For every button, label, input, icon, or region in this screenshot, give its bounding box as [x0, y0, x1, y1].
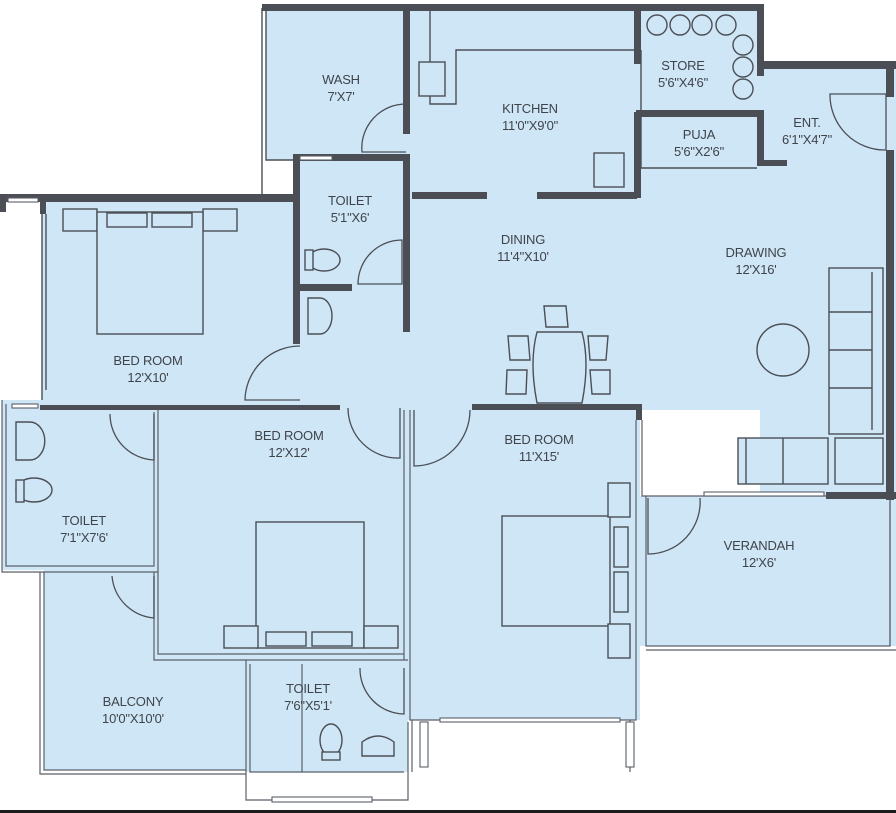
room-label-bedroom-1: BED ROOM 12'X10' — [113, 352, 182, 386]
bedroom-1-furniture — [62, 208, 238, 335]
windows — [7, 155, 825, 803]
bedroom-2-furniture — [223, 521, 399, 649]
room-label-balcony: BALCONY 10'0"X10'0' — [102, 693, 164, 727]
room-label-bedroom-2: BED ROOM 12'X12' — [254, 427, 323, 461]
room-name: KITCHEN — [502, 101, 558, 116]
room-label-toilet-1: TOILET 5'1"X6' — [328, 192, 372, 226]
room-name: TOILET — [61, 513, 107, 528]
room-size: 11'0"X9'0" — [501, 118, 559, 133]
drawing-furniture — [737, 267, 884, 485]
room-label-dining: DINING 11'4"X10' — [497, 231, 549, 265]
room-name: BED ROOM — [113, 353, 183, 368]
room-name: BED ROOM — [504, 432, 574, 447]
room-size: 5'6"X2'6" — [674, 144, 724, 159]
room-label-toilet-3: TOILET 7'6"X5'1' — [284, 680, 332, 714]
room-size: 12'X10' — [127, 370, 169, 385]
room-name: VERANDAH — [723, 538, 795, 553]
room-size: 7'X7' — [327, 89, 355, 104]
room-size: 5'6"X4'6" — [658, 75, 708, 90]
room-name: DRAWING — [725, 245, 787, 260]
room-name: PUJA — [682, 127, 716, 142]
doors — [109, 93, 887, 715]
room-size: 12'X6' — [741, 555, 777, 570]
room-name: TOILET — [285, 681, 331, 696]
dining-set — [505, 305, 611, 404]
room-size: 10'0"X10'0' — [102, 711, 164, 726]
room-size: 11'X15' — [518, 449, 560, 464]
room-size: 7'1"X7'6' — [60, 530, 108, 545]
room-name: STORE — [661, 58, 705, 73]
room-label-kitchen: KITCHEN 11'0"X9'0" — [502, 100, 558, 134]
toilet-3-fixtures — [319, 723, 395, 761]
room-name: WASH — [322, 72, 360, 87]
room-size: 12'X16' — [735, 262, 777, 277]
bedroom-3-furniture — [501, 482, 631, 659]
room-name: TOILET — [327, 193, 373, 208]
room-label-puja: PUJA 5'6"X2'6" — [674, 126, 724, 160]
room-size: 12'X12' — [268, 445, 310, 460]
room-size: 7'6"X5'1' — [284, 698, 332, 713]
room-name: ENT. — [793, 115, 821, 130]
bottom-border — [0, 810, 896, 813]
room-label-store: STORE 5'6"X4'6" — [658, 57, 708, 91]
kitchen-fixtures — [418, 61, 625, 188]
store-shelves — [646, 14, 754, 100]
toilet-1-fixtures — [304, 248, 341, 335]
room-label-bedroom-3: BED ROOM 11'X15' — [504, 431, 573, 465]
room-label-entrance: ENT. 6'1"X4'7" — [782, 114, 832, 148]
room-name: BED ROOM — [254, 428, 324, 443]
room-label-toilet-2: TOILET 7'1"X7'6' — [60, 512, 108, 546]
walls — [0, 4, 896, 500]
room-size: 5'1"X6' — [330, 210, 370, 225]
room-name: DINING — [500, 232, 546, 247]
room-size: 11'4"X10' — [497, 249, 549, 264]
room-size: 6'1"X4'7" — [782, 132, 832, 147]
room-name: BALCONY — [102, 694, 164, 709]
room-label-drawing: DRAWING 12'X16' — [726, 244, 787, 278]
room-label-wash: WASH 7'X7' — [322, 71, 360, 105]
room-label-verandah: VERANDAH 12'X6' — [724, 537, 795, 571]
toilet-2-fixtures — [15, 421, 53, 503]
thin-walls — [1, 8, 896, 801]
